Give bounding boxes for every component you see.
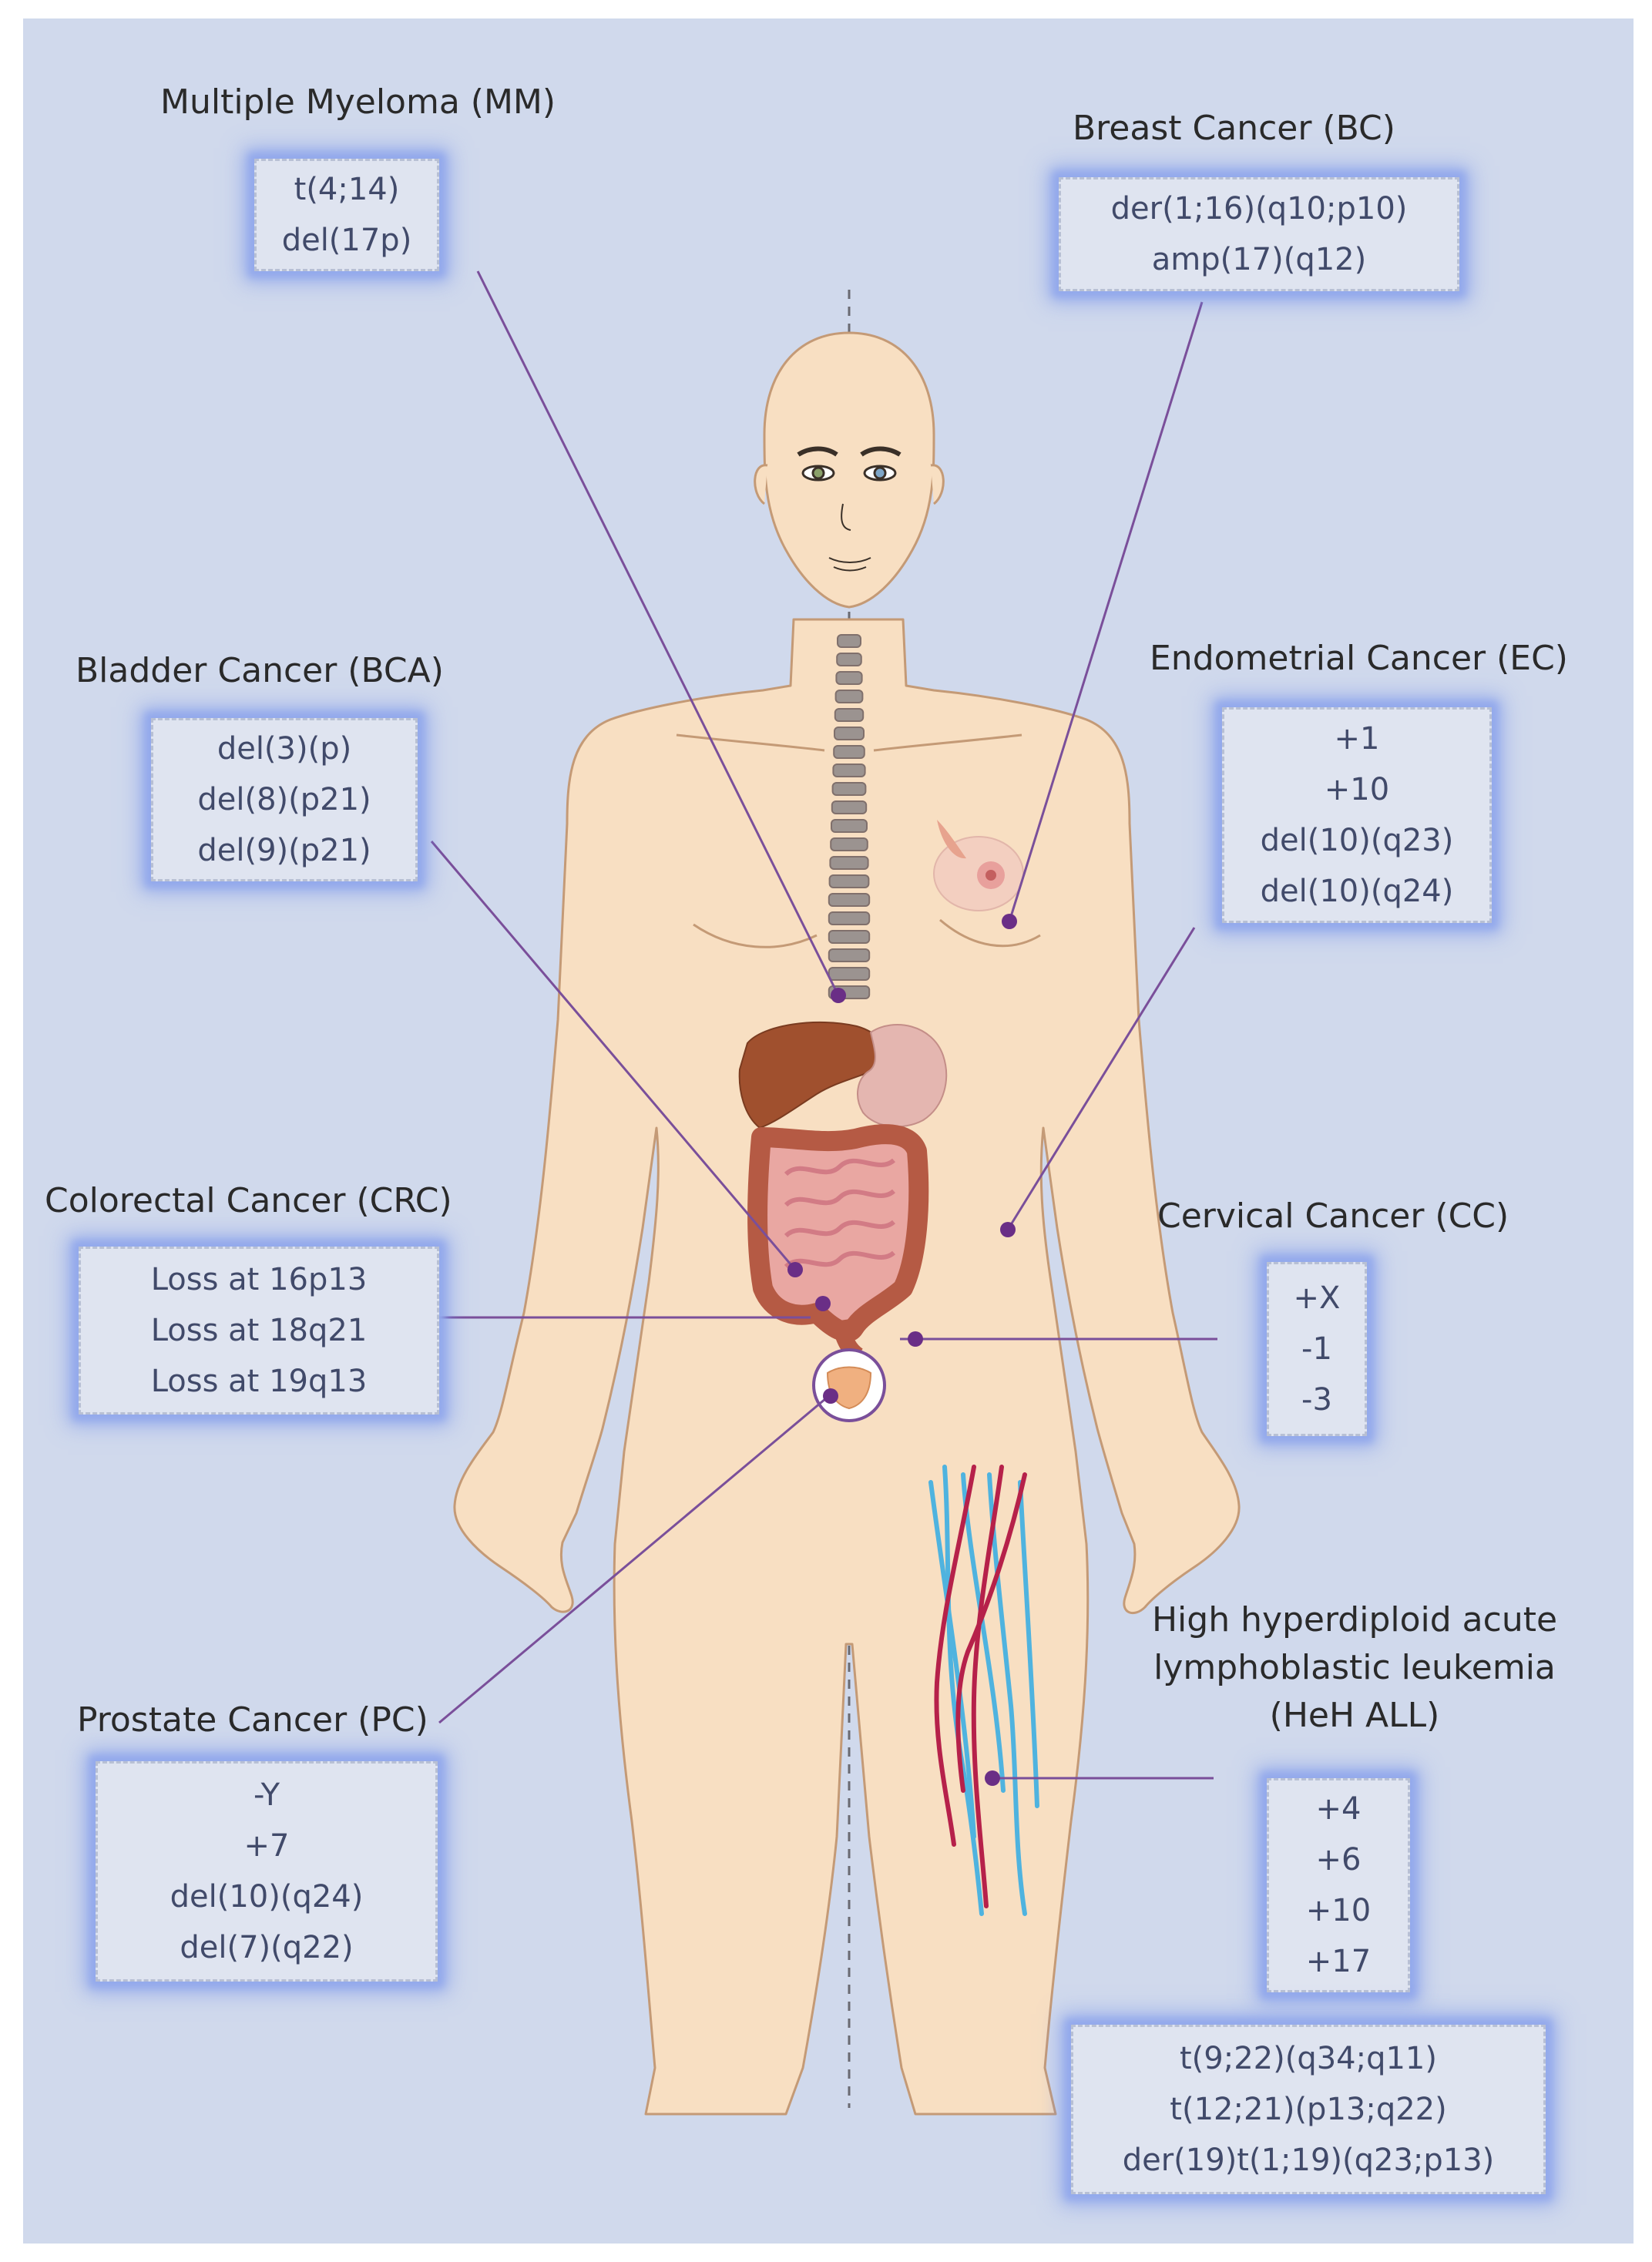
vertebra [829, 856, 869, 870]
vertebra [831, 800, 868, 814]
ec-item: del(10)(q24) [1260, 874, 1454, 909]
connector-dots [787, 914, 1017, 1786]
heh-title: High hyperdiploid acute lymphoblastic le… [1151, 1600, 1558, 1735]
mm-dot [831, 988, 846, 1003]
pc-box: -Y +7 del(10)(q24) del(7)(q22) [96, 1761, 438, 1982]
figure-panel: Multiple Myeloma (MM) t(4;14) del(17p) B… [23, 18, 1634, 2244]
cc-dot [908, 1331, 923, 1347]
bladder-icon [812, 1348, 886, 1422]
mm-title: Multiple Myeloma (MM) [160, 82, 556, 122]
bca-box: del(3)(p) del(8)(p21) del(9)(p21) [151, 718, 418, 881]
vertebra [834, 727, 865, 740]
bca-dot [787, 1262, 803, 1277]
connector-lines [430, 270, 1217, 1780]
pc-item: del(7)(q22) [180, 1930, 354, 1965]
vertebra [834, 690, 864, 703]
vertebra [833, 745, 865, 759]
pc-item: del(10)(q24) [170, 1879, 364, 1915]
heh-item: +6 [1315, 1842, 1362, 1878]
bca-item: del(9)(p21) [197, 833, 371, 868]
mm-item: del(17p) [281, 223, 412, 258]
bc-box: der(1;16)(q10;p10) amp(17)(q12) [1059, 177, 1459, 291]
stomach-icon [857, 1024, 948, 1128]
cc-item: -1 [1301, 1331, 1332, 1367]
vertebra [835, 671, 863, 685]
bca-connector [430, 841, 797, 1270]
ec-item: +10 [1324, 772, 1390, 807]
vertebra [830, 837, 868, 851]
bca-item: del(8)(p21) [197, 782, 371, 817]
spine-icon [828, 634, 871, 999]
cc-item: +X [1293, 1280, 1341, 1316]
bc-connector [1008, 301, 1204, 922]
ec-item: del(10)(q23) [1260, 823, 1454, 858]
heh-translocation: der(19)t(1;19)(q23;p13) [1122, 2143, 1495, 2178]
vertebra [828, 930, 871, 944]
mm-connector [476, 270, 840, 996]
bc-item: der(1;16)(q10;p10) [1110, 191, 1408, 227]
crc-dot [815, 1296, 831, 1311]
ec-dot [1000, 1222, 1016, 1237]
crc-item: Loss at 18q21 [150, 1313, 368, 1348]
cc-item: -3 [1301, 1382, 1332, 1418]
small-intestine-loops [784, 1158, 896, 1269]
face [797, 446, 902, 572]
ec-connector [1006, 927, 1196, 1230]
heh-item: +10 [1305, 1893, 1372, 1928]
heh-translocation: t(9;22)(q34;q11) [1180, 2041, 1437, 2076]
ec-box: +1 +10 del(10)(q23) del(10)(q24) [1222, 707, 1492, 923]
vertebra [832, 764, 866, 777]
ec-title: Endometrial Cancer (EC) [1150, 639, 1568, 678]
vertebra [837, 634, 861, 648]
crc-item: Loss at 19q13 [150, 1364, 368, 1399]
vertebra [831, 782, 867, 796]
bca-item: del(3)(p) [217, 731, 352, 767]
cc-title: Cervical Cancer (CC) [1157, 1196, 1509, 1236]
vertebra [828, 874, 870, 888]
vertebra [831, 819, 868, 833]
cc-box: +X -1 -3 [1267, 1262, 1367, 1436]
pc-dot [823, 1388, 838, 1404]
pc-item: +7 [243, 1828, 290, 1864]
breast-icon [933, 820, 1024, 911]
chest-lines [676, 733, 1041, 948]
vertebra [828, 893, 871, 907]
ec-item: +1 [1334, 721, 1380, 757]
pc-connector [438, 1393, 831, 1724]
vertebra [828, 911, 871, 925]
bc-dot [1002, 914, 1017, 929]
vertebra [828, 948, 871, 962]
human-body-illustration [430, 270, 1241, 2116]
heh-translocation-box: t(9;22)(q34;q11) t(12;21)(p13;q22) der(1… [1071, 2025, 1546, 2194]
intestine-icon [747, 1124, 929, 1342]
bc-item: amp(17)(q12) [1151, 242, 1367, 277]
vertebra [834, 708, 865, 722]
liver-icon [738, 1021, 887, 1129]
crc-title: Colorectal Cancer (CRC) [45, 1181, 452, 1220]
pc-item: -Y [253, 1777, 280, 1813]
heh-item: +17 [1305, 1944, 1372, 1979]
pc-title: Prostate Cancer (PC) [77, 1700, 428, 1740]
crc-box: Loss at 16p13 Loss at 18q21 Loss at 19q1… [79, 1247, 439, 1415]
blood-vessels-icon [928, 1465, 1039, 1916]
heh-translocation: t(12;21)(p13;q22) [1170, 2092, 1447, 2127]
heh-item: +4 [1315, 1791, 1362, 1827]
heh-box: +4 +6 +10 +17 [1267, 1778, 1410, 1992]
mm-item: t(4;14) [294, 172, 400, 207]
crc-item: Loss at 16p13 [150, 1262, 368, 1297]
heh-dot [985, 1770, 1000, 1786]
vertebra [836, 653, 862, 666]
vertebra [828, 967, 871, 981]
bca-title: Bladder Cancer (BCA) [76, 651, 444, 690]
mm-box: t(4;14) del(17p) [254, 159, 439, 271]
bc-title: Breast Cancer (BC) [1073, 109, 1395, 148]
